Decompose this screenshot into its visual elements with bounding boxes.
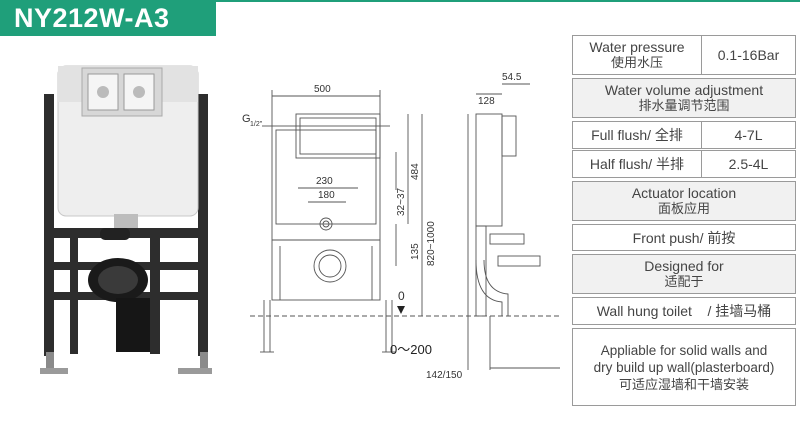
walls-line-1: Appliable for solid walls and [600, 342, 768, 358]
side-view [475, 113, 503, 227]
actuator-heading: Actuator location [631, 185, 737, 201]
full-flush-label: Full flush/ 全排 [591, 127, 683, 143]
dim-54-5: 54.5 [502, 72, 522, 83]
dim-32-37: 32~37 [396, 187, 407, 216]
water-pressure-value: 0.1-16Bar [717, 47, 780, 63]
floor-zero-label: 0 [398, 289, 405, 303]
dim-484: 484 [410, 163, 421, 180]
pipe-label: G [242, 113, 251, 125]
floor-zero-marker [397, 306, 405, 314]
volume-heading-zh: 排水量调节范围 [638, 98, 730, 113]
designed-heading-zh: 适配于 [664, 274, 704, 289]
dim-180: 180 [318, 190, 335, 201]
frame-left-post [44, 94, 54, 356]
half-flush-label: Half flush/ 半排 [589, 156, 685, 172]
dim-230: 230 [316, 176, 333, 187]
spec-row-half-flush: Half flush/ 半排 2.5-4L [572, 150, 796, 178]
foot-right [200, 352, 208, 370]
title-banner: NY212W-A3 [0, 0, 216, 36]
water-inlet [100, 228, 130, 240]
dim-500: 500 [314, 84, 331, 95]
spec-row-actuator-value: Front push/ 前按 [572, 224, 796, 251]
full-flush-value: 4-7L [734, 127, 763, 143]
product-photo [40, 65, 212, 374]
dim-142-150: 142/150 [426, 370, 463, 381]
spec-row-designed-heading: Designed for 适配于 [572, 254, 796, 294]
volume-heading: Water volume adjustment [604, 82, 764, 98]
actuator-value: Front push/ 前按 [632, 229, 736, 246]
spec-row-walls: Appliable for solid walls and dry build … [572, 328, 796, 406]
front-view-frame [271, 125, 381, 301]
water-pressure-label: Water pressure [589, 39, 685, 55]
actuator-heading-zh: 面板应用 [657, 201, 710, 216]
walls-line-2: dry build up wall(plasterboard) [593, 359, 775, 375]
water-pressure-label-zh: 使用水压 [610, 55, 663, 70]
frame-right-post [198, 94, 208, 356]
designed-value: Wall hung toilet / 挂墙马桶 [596, 303, 772, 319]
pipe-fraction: 1/2" [250, 121, 263, 128]
drain-pipe [116, 298, 150, 352]
spec-row-water-pressure: Water pressure 使用水压 0.1-16Bar [572, 35, 796, 75]
spec-row-designed-value: Wall hung toilet / 挂墙马桶 [572, 297, 796, 325]
floor-range: 0～200 [390, 342, 432, 357]
foot-left [46, 352, 54, 370]
banner-rule [216, 0, 800, 2]
half-flush-value: 2.5-4L [728, 156, 769, 172]
walls-line-3: 可适应湿墙和干墙安装 [618, 376, 749, 392]
spec-row-volume-heading: Water volume adjustment 排水量调节范围 [572, 78, 796, 118]
spec-row-full-flush: Full flush/ 全排 4-7L [572, 121, 796, 149]
dim-128: 128 [478, 96, 495, 107]
spec-row-actuator-heading: Actuator location 面板应用 [572, 181, 796, 221]
product-title: NY212W-A3 [14, 3, 170, 33]
dim-135: 135 [410, 243, 421, 260]
dim-820-1000: 820~1000 [426, 221, 437, 266]
designed-heading: Designed for [644, 258, 724, 274]
technical-drawing: 500 54.5 128 230 180 32~37 484 820~1000 … [242, 72, 560, 381]
